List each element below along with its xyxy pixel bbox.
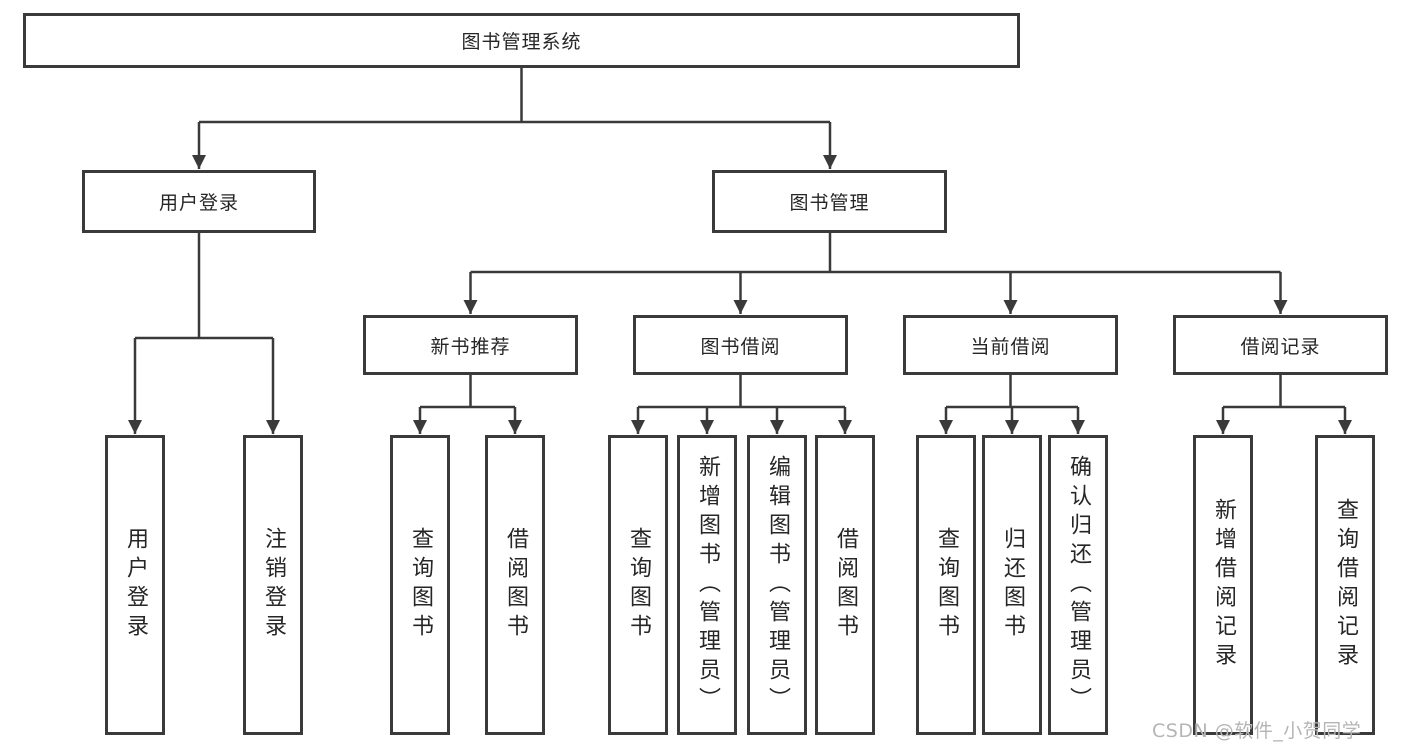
leaf-query-books-under-borrowing: 查询图书 [608, 435, 668, 735]
node-borrowing-records: 借阅记录 [1173, 315, 1388, 375]
node-user-login: 用户登录 [82, 170, 316, 233]
leaf-query-borrow-record: 查询借阅记录 [1315, 435, 1375, 735]
node-library-management-system: 图书管理系统 [23, 13, 1020, 68]
leaf-borrow-books-under-borrowing: 借阅图书 [815, 435, 875, 735]
leaf-confirm-return-admin: 确认归还（管理员） [1048, 435, 1108, 735]
leaf-user-login: 用户登录 [105, 435, 165, 735]
leaf-borrow-books-under-recommendation: 借阅图书 [485, 435, 545, 735]
node-book-borrowing: 图书借阅 [633, 315, 848, 375]
leaf-add-book-admin: 新增图书（管理员） [677, 435, 737, 735]
leaf-query-books-under-current: 查询图书 [916, 435, 976, 735]
leaf-return-book: 归还图书 [982, 435, 1042, 735]
leaf-edit-book-admin: 编辑图书（管理员） [747, 435, 807, 735]
node-new-book-recommendation: 新书推荐 [363, 315, 578, 375]
leaf-query-books-under-recommendation: 查询图书 [390, 435, 450, 735]
leaf-logout-login: 注销登录 [243, 435, 303, 735]
node-book-management: 图书管理 [712, 170, 947, 233]
csdn-watermark: CSDN @软件_小贺同学 [1152, 720, 1362, 742]
leaf-add-borrow-record: 新增借阅记录 [1193, 435, 1253, 735]
node-current-borrowing: 当前借阅 [903, 315, 1118, 375]
